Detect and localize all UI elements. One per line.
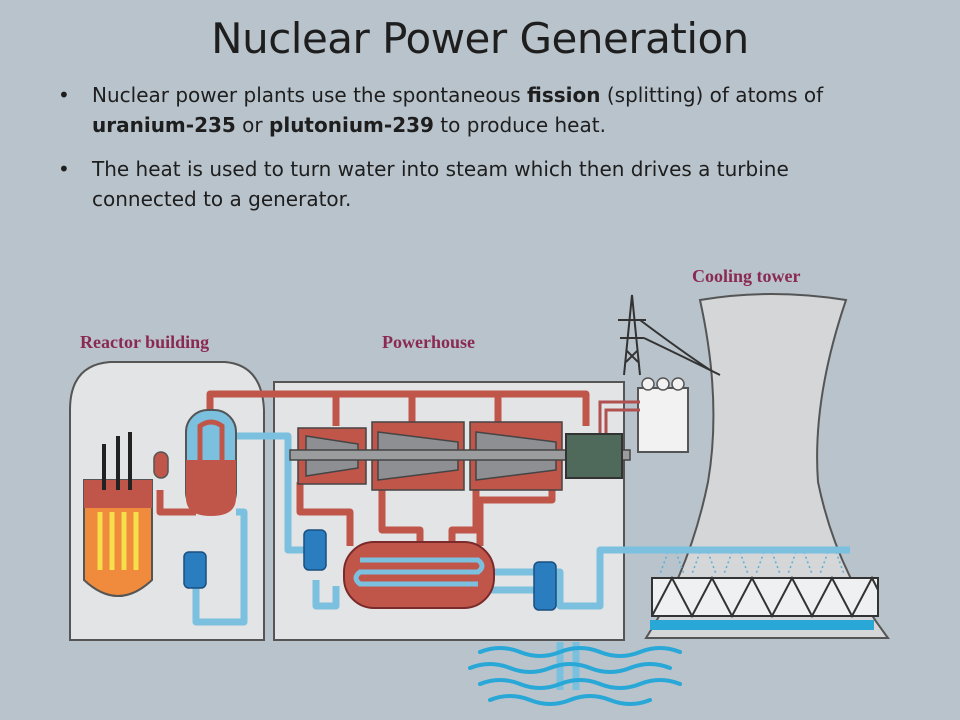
label-cooling-tower: Cooling tower <box>692 266 801 286</box>
power-plant-diagram: Reactor building Powerhouse Cooling towe… <box>0 250 960 720</box>
bullet-item-2: The heat is used to turn water into stea… <box>58 154 878 214</box>
bullet-1-text-3: or <box>235 113 270 137</box>
reactor-vessel <box>83 432 153 597</box>
bullet-1-bold-uranium: uranium-235 <box>92 113 236 137</box>
pressurizer <box>153 451 169 479</box>
bullet-item-1: Nuclear power plants use the spontaneous… <box>58 80 878 140</box>
river-waves <box>468 646 682 706</box>
bullet-1-bold-fission: fission <box>527 83 601 107</box>
pumps <box>183 529 557 611</box>
steam-generator <box>185 409 237 516</box>
generator <box>565 433 623 479</box>
bullet-list: Nuclear power plants use the spontaneous… <box>58 80 878 228</box>
bullet-1-bold-plutonium: plutonium-239 <box>269 113 434 137</box>
steam-pipes <box>156 390 590 546</box>
turbines <box>289 421 631 491</box>
bullet-1-text-4: to produce heat. <box>433 113 606 137</box>
cooling-basin-water <box>650 620 874 630</box>
transformer <box>637 377 689 453</box>
label-powerhouse: Powerhouse <box>382 332 475 352</box>
cooling-spray <box>659 551 845 575</box>
tower-truss <box>651 575 879 619</box>
label-reactor-building: Reactor building <box>80 332 210 352</box>
bullet-2-text: The heat is used to turn water into stea… <box>92 157 789 211</box>
bullet-1-text-2: (splitting) of atoms of <box>600 83 824 107</box>
condenser <box>343 541 495 609</box>
transmission-tower <box>618 294 721 376</box>
diagram-svg <box>69 293 891 706</box>
slide-title: Nuclear Power Generation <box>211 14 749 63</box>
bullet-1-text-1: Nuclear power plants use the spontaneous <box>92 83 528 107</box>
